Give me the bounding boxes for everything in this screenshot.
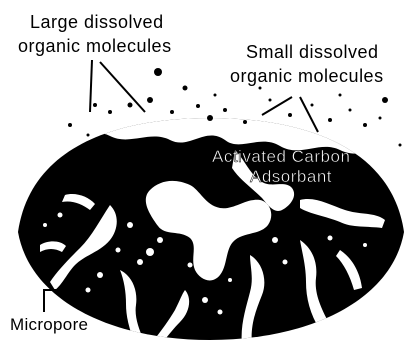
micropore-label: Micropore [10, 315, 88, 334]
small-molecules-leader-1 [262, 97, 292, 115]
large-molecules-leader-1 [90, 60, 92, 112]
large-molecules-leader-2 [100, 62, 145, 112]
small-molecules-leader-2 [300, 97, 318, 132]
carbon-particle [0, 110, 412, 340]
small-molecules-label-line2: organic molecules [230, 66, 384, 86]
small-molecules-label-line1: Small dissolved [246, 42, 379, 62]
large-molecules-label-line2: organic molecules [18, 36, 172, 56]
activated-carbon-label-line2: Adsorbant [250, 167, 332, 186]
large-molecules-label-line1: Large dissolved [30, 12, 164, 32]
activated-carbon-label-line1: Activated Carbon [212, 147, 350, 166]
